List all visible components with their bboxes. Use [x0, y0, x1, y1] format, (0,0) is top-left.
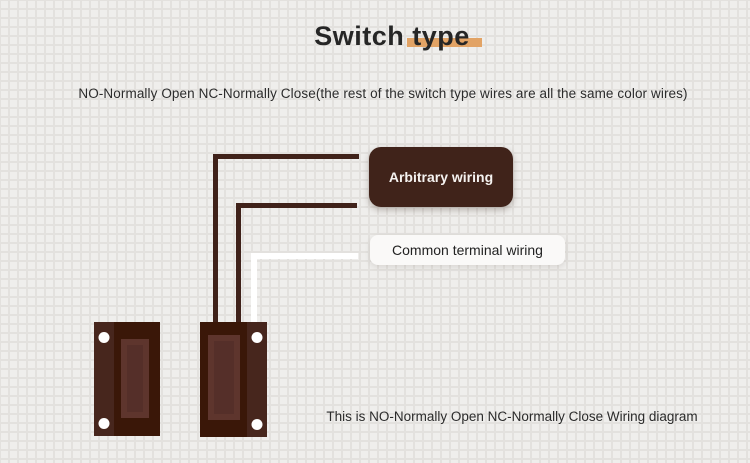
title-highlight-bar — [407, 38, 482, 47]
switch-slot — [208, 335, 240, 420]
arbitrary-wiring-label: Arbitrary wiring — [369, 147, 513, 207]
switch-wired-right — [200, 322, 267, 437]
subtitle-text: NO-Normally Open NC-Normally Close(the r… — [78, 86, 688, 101]
switch-magnet-left — [94, 322, 160, 436]
nc-wire — [236, 203, 357, 322]
screw-hole-icon — [251, 419, 263, 430]
page-title: Switch type — [314, 21, 470, 51]
common-terminal-wire — [251, 253, 358, 322]
screw-hole-icon — [251, 332, 263, 343]
footer-note: This is NO-Normally Open NC-Normally Clo… — [326, 409, 698, 424]
no-wire — [213, 154, 359, 322]
screw-hole-icon — [98, 332, 110, 343]
common-terminal-wiring-label: Common terminal wiring — [370, 235, 565, 265]
screw-hole-icon — [98, 418, 110, 429]
switch-mount-plate — [94, 322, 114, 436]
switch-mount-plate — [247, 322, 267, 437]
switch-slot — [121, 339, 149, 418]
